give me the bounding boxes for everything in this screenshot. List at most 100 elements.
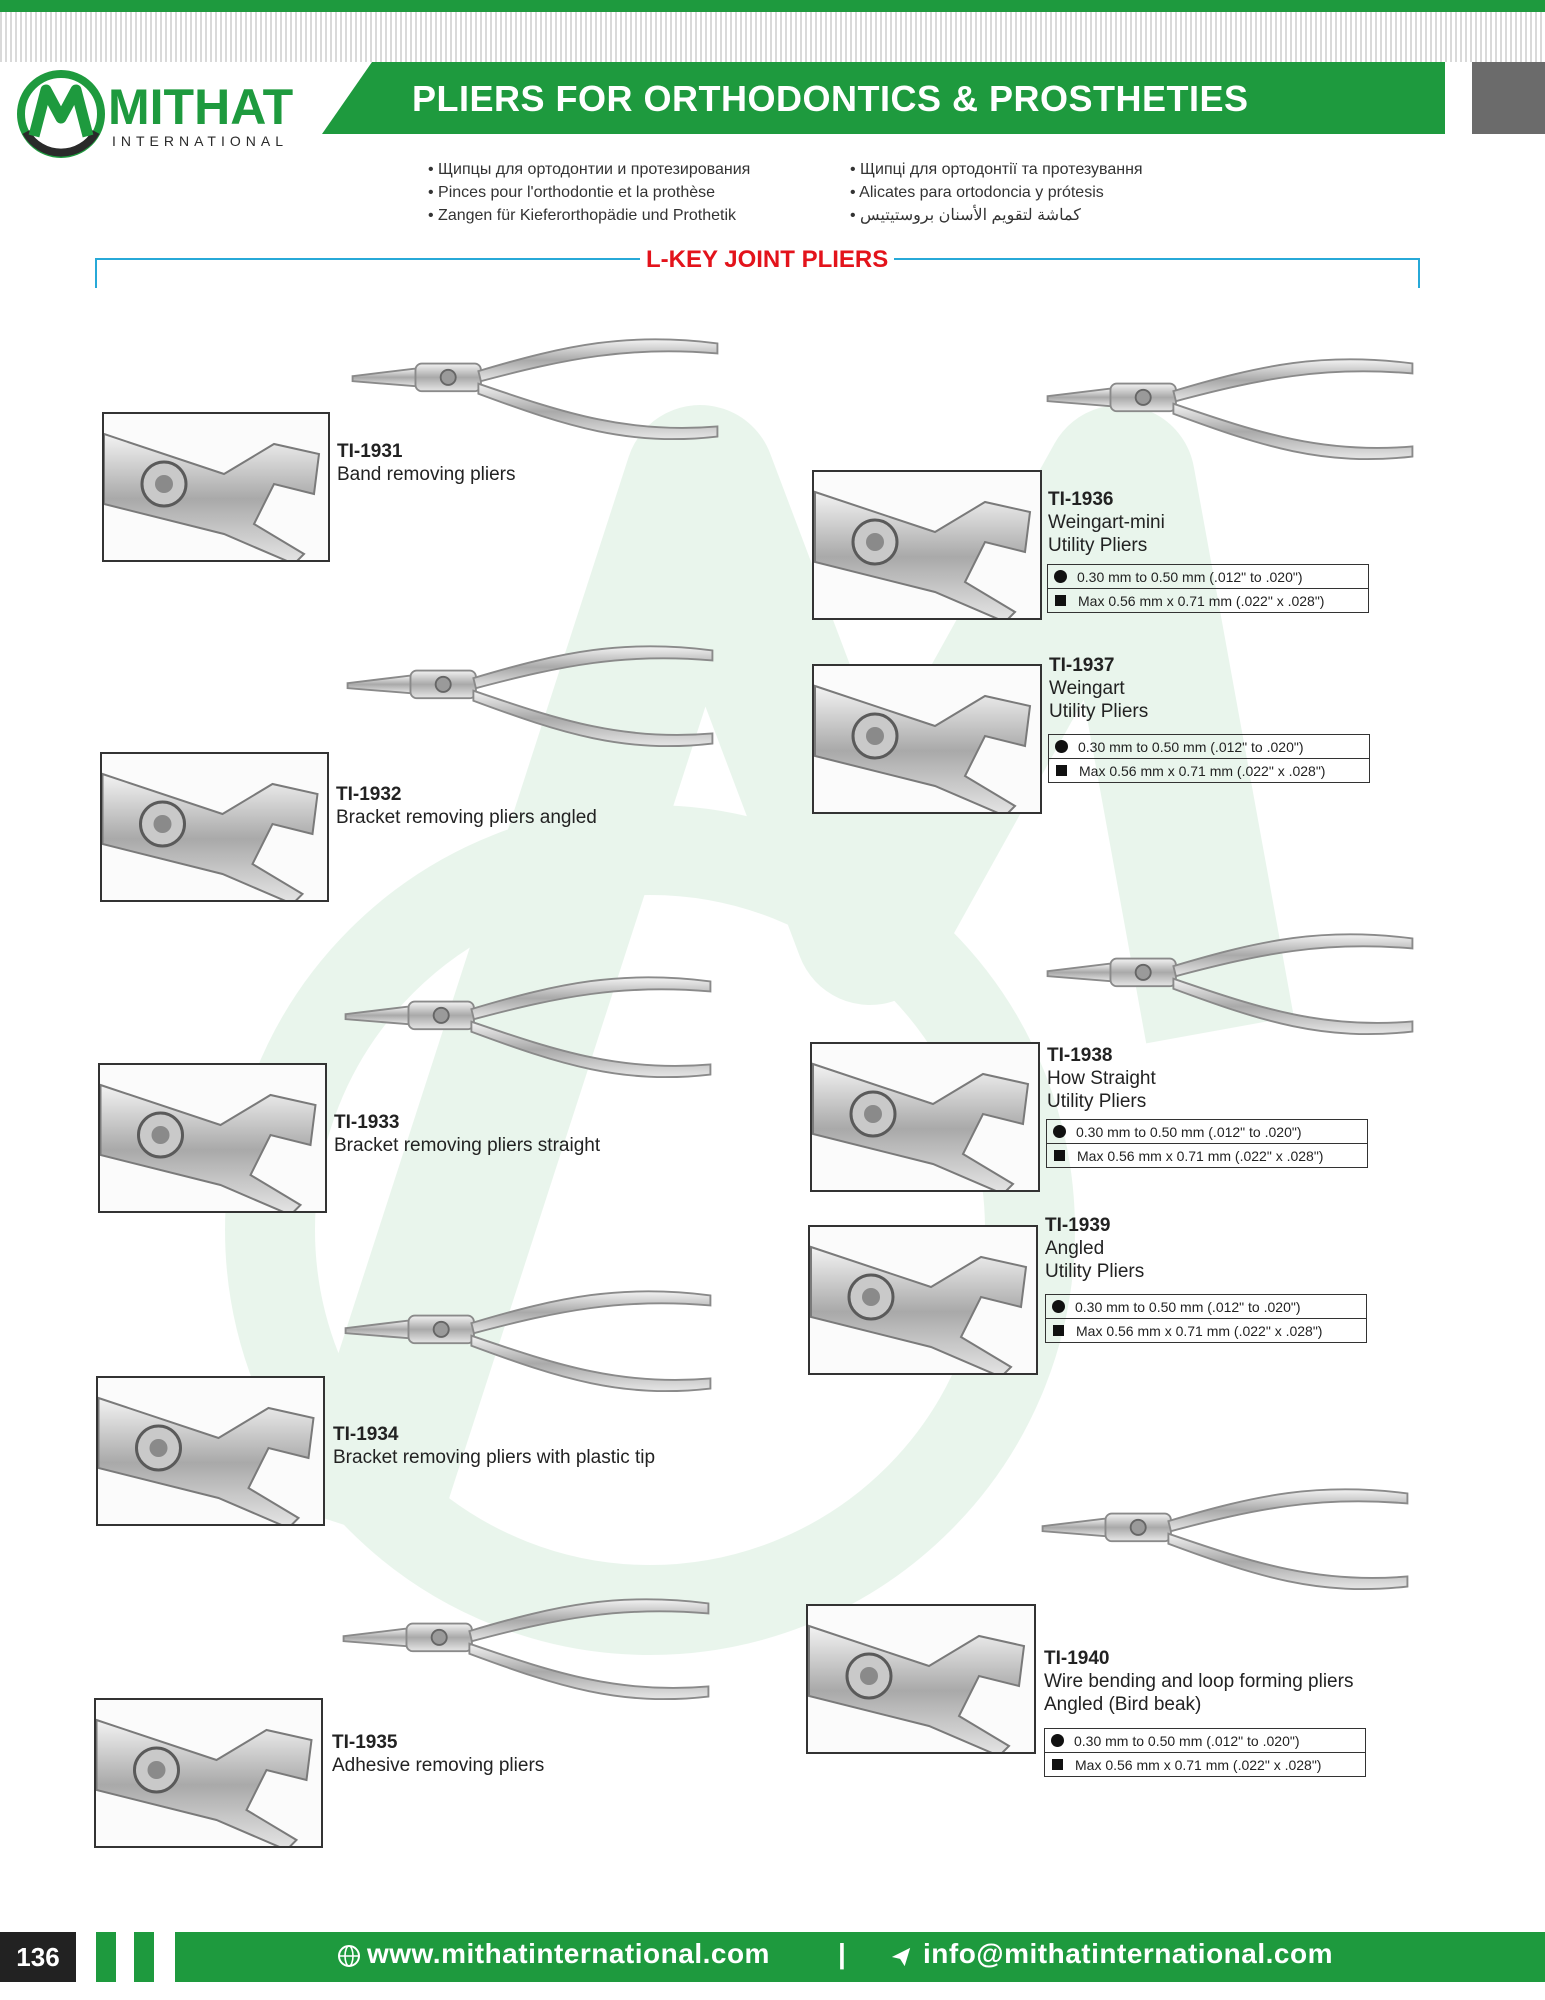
lang-line: Alicates para ortodoncia y prótesis	[850, 181, 1143, 204]
title-banner	[322, 62, 1445, 134]
closeup-image	[812, 1062, 1030, 1190]
product-name-line2: Utility Pliers	[1049, 701, 1149, 722]
spec-round: 0.30 mm to 0.50 mm (.012" to .020")	[1076, 1123, 1302, 1140]
section-frame-tick-left	[95, 258, 97, 288]
closeup-image	[98, 1396, 315, 1524]
product-code: TI-1937	[1049, 655, 1115, 676]
spec-table: 0.30 mm to 0.50 mm (.012" to .020") Max …	[1045, 1294, 1367, 1343]
grey-tab	[1472, 62, 1545, 134]
product-name: Bracket removing pliers with plastic tip	[333, 1447, 656, 1468]
closeup-image	[814, 490, 1032, 618]
website-link[interactable]: www.mithatinternational.com	[367, 1938, 770, 1969]
spec-table: 0.30 mm to 0.50 mm (.012" to .020") Max …	[1047, 564, 1369, 613]
globe-icon	[338, 1945, 360, 1967]
product-name-line2: Utility Pliers	[1045, 1261, 1145, 1282]
closeup-image	[814, 684, 1032, 812]
lang-line: Zangen für Kieferorthopädie und Protheti…	[428, 204, 750, 227]
closeup-image	[96, 1718, 313, 1846]
spec-rect: Max 0.56 mm x 0.71 mm (.022" x .028")	[1075, 1756, 1322, 1773]
product-name: Bracket removing pliers angled	[336, 807, 597, 828]
brand-name: MITHAT	[108, 79, 293, 135]
rect-wire-icon	[1055, 595, 1066, 606]
product-name: Bracket removing pliers straight	[334, 1135, 601, 1156]
top-green-bar	[0, 0, 1545, 12]
product-name-line1: Angled	[1045, 1238, 1105, 1259]
page-title: PLIERS FOR ORTHODONTICS & PROSTHETIES	[412, 78, 1249, 119]
product-code: TI-1935	[332, 1732, 398, 1753]
product-name: Adhesive removing pliers	[332, 1755, 545, 1776]
closeup-image	[104, 432, 321, 560]
closeup-image	[810, 1245, 1028, 1373]
plier-closeup	[812, 470, 1042, 620]
product-name-line1: Weingart-mini	[1048, 512, 1165, 533]
rect-wire-icon	[1054, 1150, 1065, 1161]
closeup-image	[808, 1624, 1026, 1752]
footer-bar	[175, 1932, 1545, 1982]
spec-row-rect: Max 0.56 mm x 0.71 mm (.022" x .028")	[1048, 588, 1368, 612]
plier-closeup	[96, 1376, 325, 1526]
product-name-line1: How Straight	[1047, 1068, 1156, 1089]
spec-row-rect: Max 0.56 mm x 0.71 mm (.022" x .028")	[1046, 1318, 1366, 1342]
email-link[interactable]: info@mithatinternational.com	[923, 1938, 1333, 1969]
spec-table: 0.30 mm to 0.50 mm (.012" to .020") Max …	[1046, 1119, 1368, 1168]
plier-closeup	[810, 1042, 1040, 1192]
spec-row-rect: Max 0.56 mm x 0.71 mm (.022" x .028")	[1045, 1752, 1365, 1776]
product-name-line1: Weingart	[1049, 678, 1125, 699]
spec-row-round: 0.30 mm to 0.50 mm (.012" to .020")	[1047, 1120, 1367, 1143]
plier-closeup	[808, 1225, 1038, 1375]
spec-table: 0.30 mm to 0.50 mm (.012" to .020") Max …	[1048, 734, 1370, 783]
section-title: L-KEY JOINT PLIERS	[640, 246, 895, 274]
round-wire-icon	[1055, 740, 1068, 753]
product-name: Band removing pliers	[337, 464, 516, 485]
product-name-line2: Angled (Bird beak)	[1044, 1694, 1202, 1715]
spec-round: 0.30 mm to 0.50 mm (.012" to .020")	[1074, 1732, 1300, 1749]
lang-line: كماشة لتقويم الأسنان بروستيتيس	[850, 204, 1143, 227]
product-code: TI-1931	[337, 441, 403, 462]
spec-round: 0.30 mm to 0.50 mm (.012" to .020")	[1077, 568, 1303, 585]
spec-row-round: 0.30 mm to 0.50 mm (.012" to .020")	[1048, 565, 1368, 588]
product-name-line2: Utility Pliers	[1047, 1091, 1147, 1112]
plier-closeup	[806, 1604, 1036, 1754]
product-code: TI-1936	[1048, 489, 1114, 510]
spec-row-rect: Max 0.56 mm x 0.71 mm (.022" x .028")	[1047, 1143, 1367, 1167]
round-wire-icon	[1054, 570, 1067, 583]
product-code: TI-1933	[334, 1112, 400, 1133]
spec-row-round: 0.30 mm to 0.50 mm (.012" to .020")	[1045, 1729, 1365, 1752]
closeup-image	[102, 772, 319, 900]
plier-closeup	[98, 1063, 327, 1213]
spec-row-round: 0.30 mm to 0.50 mm (.012" to .020")	[1049, 735, 1369, 758]
spec-table: 0.30 mm to 0.50 mm (.012" to .020") Max …	[1044, 1728, 1366, 1777]
plier-closeup	[812, 664, 1042, 814]
rect-wire-icon	[1053, 1325, 1064, 1336]
round-wire-icon	[1052, 1300, 1065, 1313]
round-wire-icon	[1051, 1734, 1064, 1747]
product-name-line1: Wire bending and loop forming pliers	[1044, 1671, 1354, 1692]
mithat-logo: MITHAT INTERNATIONAL	[17, 70, 293, 158]
plier-closeup	[102, 412, 330, 562]
header-stripes	[0, 12, 1545, 62]
footer-stripe	[96, 1932, 116, 1982]
product-code: TI-1939	[1045, 1215, 1111, 1236]
product-code: TI-1940	[1044, 1648, 1110, 1669]
send-icon	[891, 1947, 911, 1967]
lang-line: Pinces pour l'orthodontie et la prothèse	[428, 181, 750, 204]
product-code: TI-1932	[336, 784, 402, 805]
page-number: 136	[0, 1932, 76, 1982]
rect-wire-icon	[1056, 765, 1067, 776]
spec-rect: Max 0.56 mm x 0.71 mm (.022" x .028")	[1078, 592, 1325, 609]
product-code: TI-1938	[1047, 1045, 1113, 1066]
spec-row-round: 0.30 mm to 0.50 mm (.012" to .020")	[1046, 1295, 1366, 1318]
lang-line: Щипцы для ортодонтии и протезирования	[428, 158, 750, 181]
plier-closeup	[100, 752, 329, 902]
language-list-right: Щипці для ортодонтії та протезування Ali…	[850, 158, 1143, 227]
brand-sub: INTERNATIONAL	[112, 133, 288, 149]
spec-rect: Max 0.56 mm x 0.71 mm (.022" x .028")	[1079, 762, 1326, 779]
footer-separator: |	[838, 1938, 847, 1969]
product-name-line2: Utility Pliers	[1048, 535, 1148, 556]
section-frame-tick-right	[1418, 258, 1420, 288]
spec-rect: Max 0.56 mm x 0.71 mm (.022" x .028")	[1076, 1322, 1323, 1339]
spec-round: 0.30 mm to 0.50 mm (.012" to .020")	[1078, 738, 1304, 755]
footer-stripe	[134, 1932, 154, 1982]
round-wire-icon	[1053, 1125, 1066, 1138]
plier-closeup	[94, 1698, 323, 1848]
